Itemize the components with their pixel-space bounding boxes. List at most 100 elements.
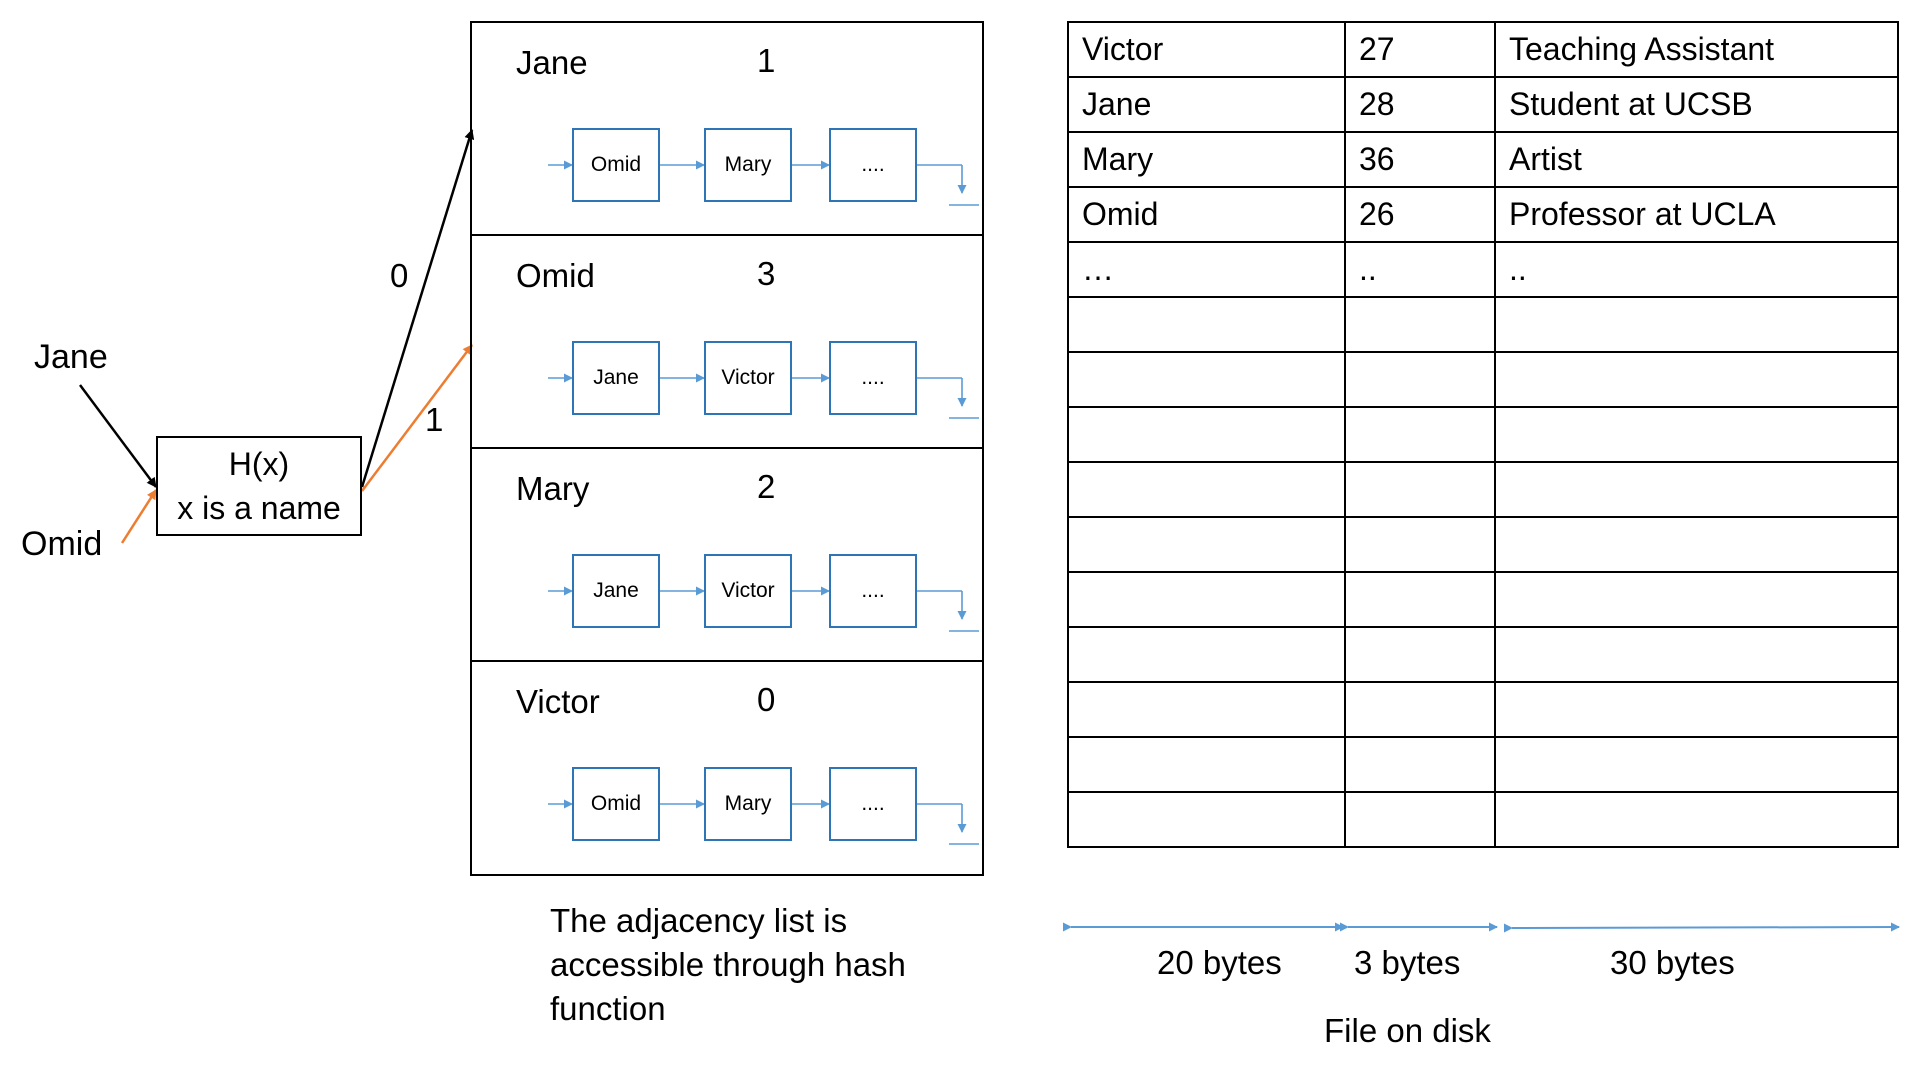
bucket-name: Jane	[516, 44, 588, 81]
file-table-row	[1067, 516, 1899, 573]
hash-function-description: x is a name	[177, 490, 341, 526]
file-table-cell: Omid	[1067, 186, 1346, 243]
file-table-cell: Professor at UCLA	[1494, 186, 1899, 243]
bucket-count: 1	[757, 42, 776, 79]
edge-label-0: 0	[390, 257, 409, 294]
input-key-omid: Omid	[21, 525, 103, 563]
adjacency-node: Victor	[704, 341, 792, 415]
column-size-label-2: 3 bytes	[1354, 944, 1461, 981]
file-table-cell	[1344, 296, 1496, 353]
file-table-cell	[1344, 461, 1496, 518]
file-table-cell	[1067, 626, 1346, 683]
bucket: Omid 3 Jane Victor ....	[472, 236, 982, 449]
file-table-cell	[1067, 351, 1346, 408]
file-table-cell	[1067, 571, 1346, 628]
file-table-cell: 36	[1344, 131, 1496, 188]
file-table-cell: …	[1067, 241, 1346, 298]
file-table-cell	[1344, 791, 1496, 848]
file-table-row	[1067, 571, 1899, 628]
adjacency-node: ....	[829, 128, 917, 202]
adjacency-node: Jane	[572, 554, 660, 628]
file-table-cell	[1344, 626, 1496, 683]
jane-input-arrow	[78, 384, 158, 488]
bucket-name: Victor	[516, 683, 600, 720]
adjacency-node: ....	[829, 554, 917, 628]
column-size-label-3: 30 bytes	[1610, 944, 1735, 981]
file-table-cell	[1494, 461, 1899, 518]
file-table-cell: Teaching Assistant	[1494, 21, 1899, 78]
file-table-cell: Victor	[1067, 21, 1346, 78]
file-table-cell: ..	[1344, 241, 1496, 298]
file-table-row	[1067, 626, 1899, 683]
file-table-row	[1067, 296, 1899, 353]
bucket-name: Mary	[516, 470, 590, 507]
file-table-cell: Jane	[1067, 76, 1346, 133]
file-table-cell: Mary	[1067, 131, 1346, 188]
file-table-cell	[1494, 736, 1899, 793]
edge-label-1: 1	[425, 401, 444, 438]
file-table-cell	[1344, 516, 1496, 573]
input-key-jane: Jane	[34, 338, 108, 376]
file-table-cell	[1494, 516, 1899, 573]
file-table-cell: ..	[1494, 241, 1899, 298]
file-table-row	[1067, 736, 1899, 793]
file-table-cell	[1067, 516, 1346, 573]
file-table-cell	[1494, 791, 1899, 848]
file-table-cell: 27	[1344, 21, 1496, 78]
adjacency-node: Mary	[704, 128, 792, 202]
bucket-count: 0	[757, 681, 776, 718]
hash-function-box: H(x) x is a name	[156, 436, 362, 536]
adjacency-node: ....	[829, 341, 917, 415]
file-table-cell	[1494, 406, 1899, 463]
bucket: Jane 1 Omid Mary ....	[472, 23, 982, 236]
file-table-cell	[1067, 296, 1346, 353]
adjacency-node: Omid	[572, 767, 660, 841]
bucket-name: Omid	[516, 257, 595, 294]
bucket: Victor 0 Omid Mary ....	[472, 662, 982, 875]
file-table-cell	[1494, 681, 1899, 738]
bucket: Mary 2 Jane Victor ....	[472, 449, 982, 662]
file-table-cell	[1067, 461, 1346, 518]
file-table-row	[1067, 791, 1899, 848]
omid-input-arrow	[120, 489, 158, 544]
file-table-row	[1067, 681, 1899, 738]
bucket-count: 2	[757, 468, 776, 505]
file-table-cell	[1494, 351, 1899, 408]
file-table-cell	[1344, 406, 1496, 463]
adjacency-caption: The adjacency list is accessible through…	[550, 902, 906, 1027]
adjacency-node: Jane	[572, 341, 660, 415]
file-table-row: …....	[1067, 241, 1899, 298]
file-table-cell	[1344, 681, 1496, 738]
adjacency-node: Victor	[704, 554, 792, 628]
file-table-cell	[1344, 571, 1496, 628]
file-table-row	[1067, 461, 1899, 518]
bucket-count: 3	[757, 255, 776, 292]
file-table-cell: Student at UCSB	[1494, 76, 1899, 133]
file-table-cell	[1494, 296, 1899, 353]
file-table-cell: 26	[1344, 186, 1496, 243]
adjacency-node: ....	[829, 767, 917, 841]
hash-to-bucket-0-arrow	[360, 129, 475, 488]
file-table-cell: Artist	[1494, 131, 1899, 188]
file-table-cell	[1344, 736, 1496, 793]
file-table-cell	[1067, 681, 1346, 738]
file-table-row	[1067, 351, 1899, 408]
file-table-cell	[1067, 791, 1346, 848]
file-table-cell	[1494, 571, 1899, 628]
hash-function-title: H(x)	[228, 446, 290, 482]
file-table-cell	[1494, 626, 1899, 683]
adjacency-node: Mary	[704, 767, 792, 841]
file-table-cell	[1067, 736, 1346, 793]
hash-to-bucket-1-arrow	[361, 344, 473, 492]
file-on-disk-caption: File on disk	[1324, 1012, 1491, 1049]
file-table-cell	[1067, 406, 1346, 463]
file-table-cell: 28	[1344, 76, 1496, 133]
